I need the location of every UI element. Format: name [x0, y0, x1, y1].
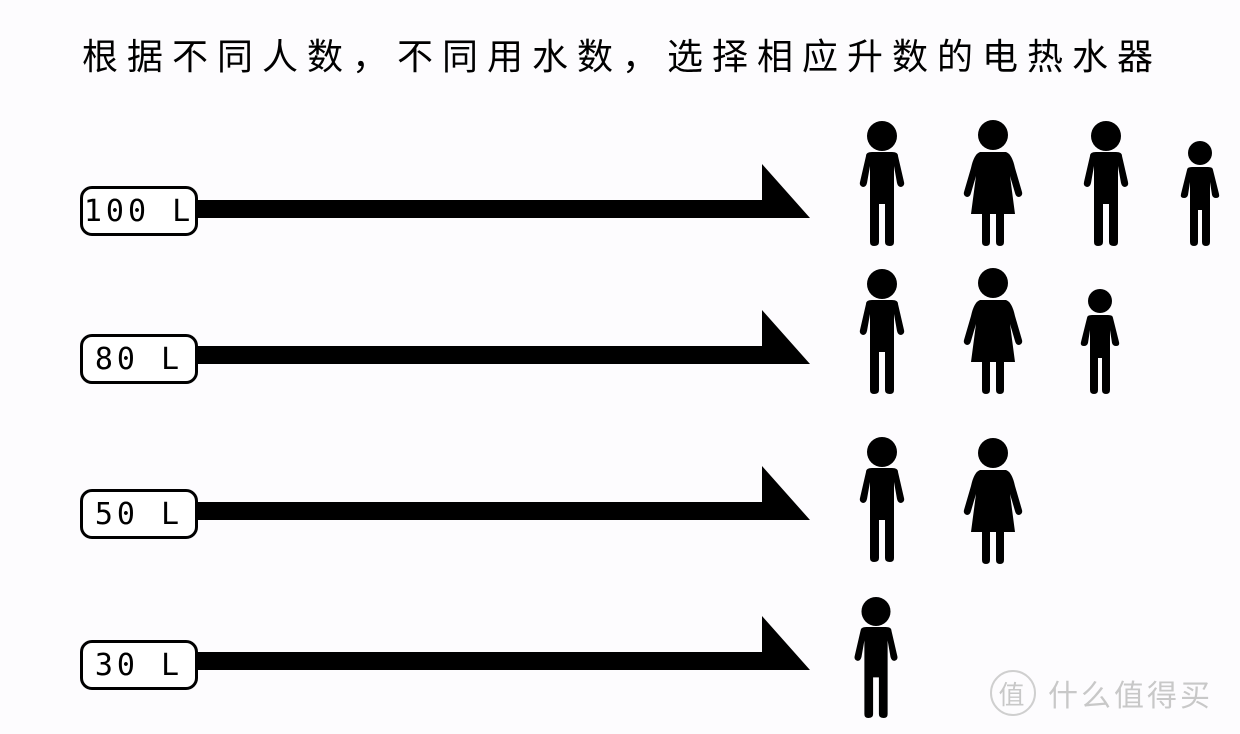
woman-icon [963, 120, 1023, 246]
man-icon [854, 596, 898, 718]
arrow-icon [196, 616, 810, 670]
watermark: 值 什么值得买 [990, 670, 1213, 716]
arrow-icon [196, 164, 810, 218]
man-icon [859, 269, 905, 394]
people-group [840, 434, 1060, 574]
arrow-icon [196, 466, 810, 520]
row-100l: 100 L [0, 120, 1240, 260]
people-group [840, 266, 1140, 406]
woman-icon [963, 438, 1023, 564]
man-icon [859, 121, 905, 246]
row-80l: 80 L [0, 266, 1240, 406]
child-icon [1180, 141, 1220, 246]
page-title: 根据不同人数，不同用水数，选择相应升数的电热水器 [81, 37, 1162, 78]
row-50l: 50 L [0, 434, 1240, 574]
row-30l: 30 L [0, 594, 1240, 734]
people-group [840, 120, 1240, 260]
capacity-badge: 80 L [80, 334, 198, 384]
child-icon [1080, 289, 1120, 394]
arrow-icon [196, 310, 810, 364]
woman-icon [963, 268, 1023, 394]
watermark-logo-icon: 值 [990, 670, 1036, 716]
capacity-badge: 50 L [80, 489, 198, 539]
people-group [834, 594, 934, 734]
man-icon [859, 437, 905, 562]
capacity-badge: 100 L [80, 186, 198, 236]
man-icon [1083, 121, 1129, 246]
watermark-text: 什么值得买 [1048, 679, 1213, 714]
capacity-badge: 30 L [80, 640, 198, 690]
